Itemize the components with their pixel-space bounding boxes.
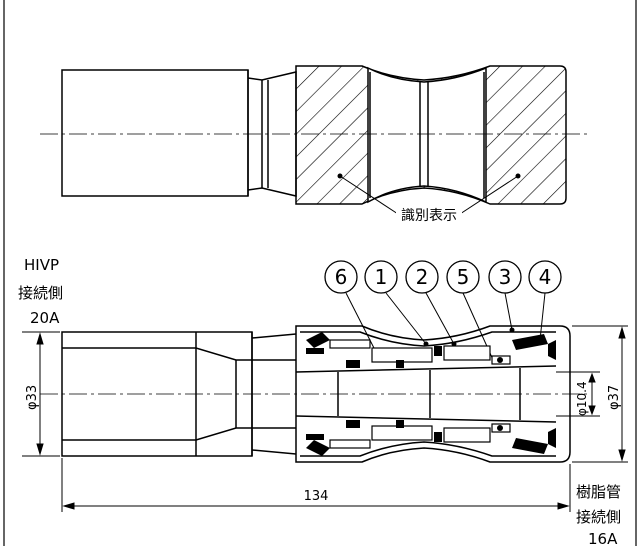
dimension-right-diameter xyxy=(572,325,628,463)
svg-text:6: 6 xyxy=(335,265,348,289)
identification-mark-label: 識別表示 xyxy=(401,208,457,224)
lower-seal-components xyxy=(306,420,556,456)
balloon-3: 3 xyxy=(488,260,522,294)
upper-seal-components xyxy=(306,332,556,368)
inner-diameter-label: φ10.4 xyxy=(575,381,589,416)
svg-text:4: 4 xyxy=(539,265,552,289)
balloon-1: 1 xyxy=(364,260,398,294)
dimension-left-diameter xyxy=(22,331,60,457)
balloon-6: 6 xyxy=(324,260,358,294)
balloon-4: 4 xyxy=(528,260,562,294)
bottom-outer-casing xyxy=(295,325,571,463)
leader-line-left xyxy=(339,175,399,215)
overall-length-label: 134 xyxy=(304,489,329,504)
dimension-overall-length xyxy=(61,458,571,512)
svg-text:3: 3 xyxy=(499,265,512,289)
svg-text:2: 2 xyxy=(416,265,429,289)
left-side-label-line2: 接続側 xyxy=(18,284,63,302)
svg-text:5: 5 xyxy=(457,265,470,289)
leader-dot-left xyxy=(337,173,343,179)
left-diameter-label: φ33 xyxy=(25,385,40,410)
top-view xyxy=(61,65,567,205)
right-side-label-line3: 16A xyxy=(588,530,618,546)
left-side-label-line1: HIVP xyxy=(24,256,59,274)
balloon-5: 5 xyxy=(446,260,480,294)
right-side-label-line2: 接続側 xyxy=(576,508,621,526)
svg-text:1: 1 xyxy=(375,265,388,289)
right-diameter-label: φ37 xyxy=(607,385,622,410)
bottom-view xyxy=(61,325,571,463)
balloon-2: 2 xyxy=(405,260,439,294)
right-side-label-line1: 樹脂管 xyxy=(576,483,621,501)
leader-line-right xyxy=(459,175,519,215)
dimension-inner-diameter xyxy=(556,371,600,417)
leader-dot-right xyxy=(515,173,521,179)
top-left-tube xyxy=(61,69,249,197)
left-side-label-line3: 20A xyxy=(30,309,60,327)
balloon-group: 6 1 2 5 3 4 xyxy=(324,260,562,365)
